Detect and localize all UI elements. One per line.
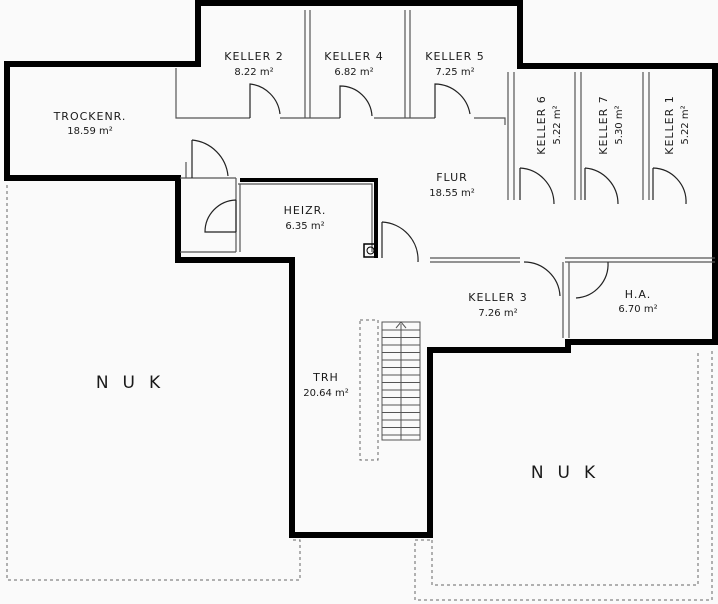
nuk-right-area-outline [414,348,713,601]
door-keller1 [652,167,687,205]
room-name-ha: H.A. [625,288,651,301]
room-name-heizr: HEIZR. [284,204,327,217]
room-name-keller5: KELLER 5 [425,50,485,63]
room-area-keller2: 8.22 m² [234,67,273,78]
door-keller5 [434,83,471,118]
room-name-flur: FLUR [436,171,468,184]
heizr-walls [240,178,378,258]
room-area-keller1: 5.22 m² [680,105,691,144]
door-heizr [204,199,237,233]
room-name-keller1: KELLER 1 [663,95,676,155]
nuk-left-label: NUK [96,373,174,393]
room-name-keller4: KELLER 4 [324,50,384,63]
nuk-right-label: NUK [531,463,609,483]
door-keller4 [339,85,373,118]
room-area-flur: 18.55 m² [429,188,475,199]
room-area-keller3: 7.26 m² [478,308,517,319]
chimney-symbol [363,243,378,258]
room-area-keller5: 7.25 m² [435,67,474,78]
room-area-ha: 6.70 m² [618,304,657,315]
door-trh [381,221,419,263]
door-keller6 [519,167,555,205]
door-flur-left [191,139,229,178]
room-area-keller4: 6.82 m² [334,67,373,78]
room-area-heizr: 6.35 m² [285,221,324,232]
room-name-trh: TRH [312,371,339,384]
staircase [359,319,421,461]
room-name-trockenr: TROCKENR. [53,110,127,123]
room-name-keller2: KELLER 2 [224,50,284,63]
room-name-keller6: KELLER 6 [535,95,548,155]
room-name-keller7: KELLER 7 [597,95,610,155]
interior-walls [175,10,715,338]
door-keller2 [249,83,281,118]
door-keller3 [523,261,561,297]
outer-wall [4,0,718,538]
door-ha [575,261,609,299]
chimney-flue [366,246,375,255]
room-name-keller3: KELLER 3 [468,291,528,304]
room-area-trh: 20.64 m² [303,388,349,399]
room-area-keller7: 5.30 m² [614,105,625,144]
door-keller7 [584,167,619,205]
nuk-right-inner-outline [431,350,699,586]
room-area-trockenr: 18.59 m² [67,126,113,137]
room-area-keller6: 5.22 m² [552,105,563,144]
